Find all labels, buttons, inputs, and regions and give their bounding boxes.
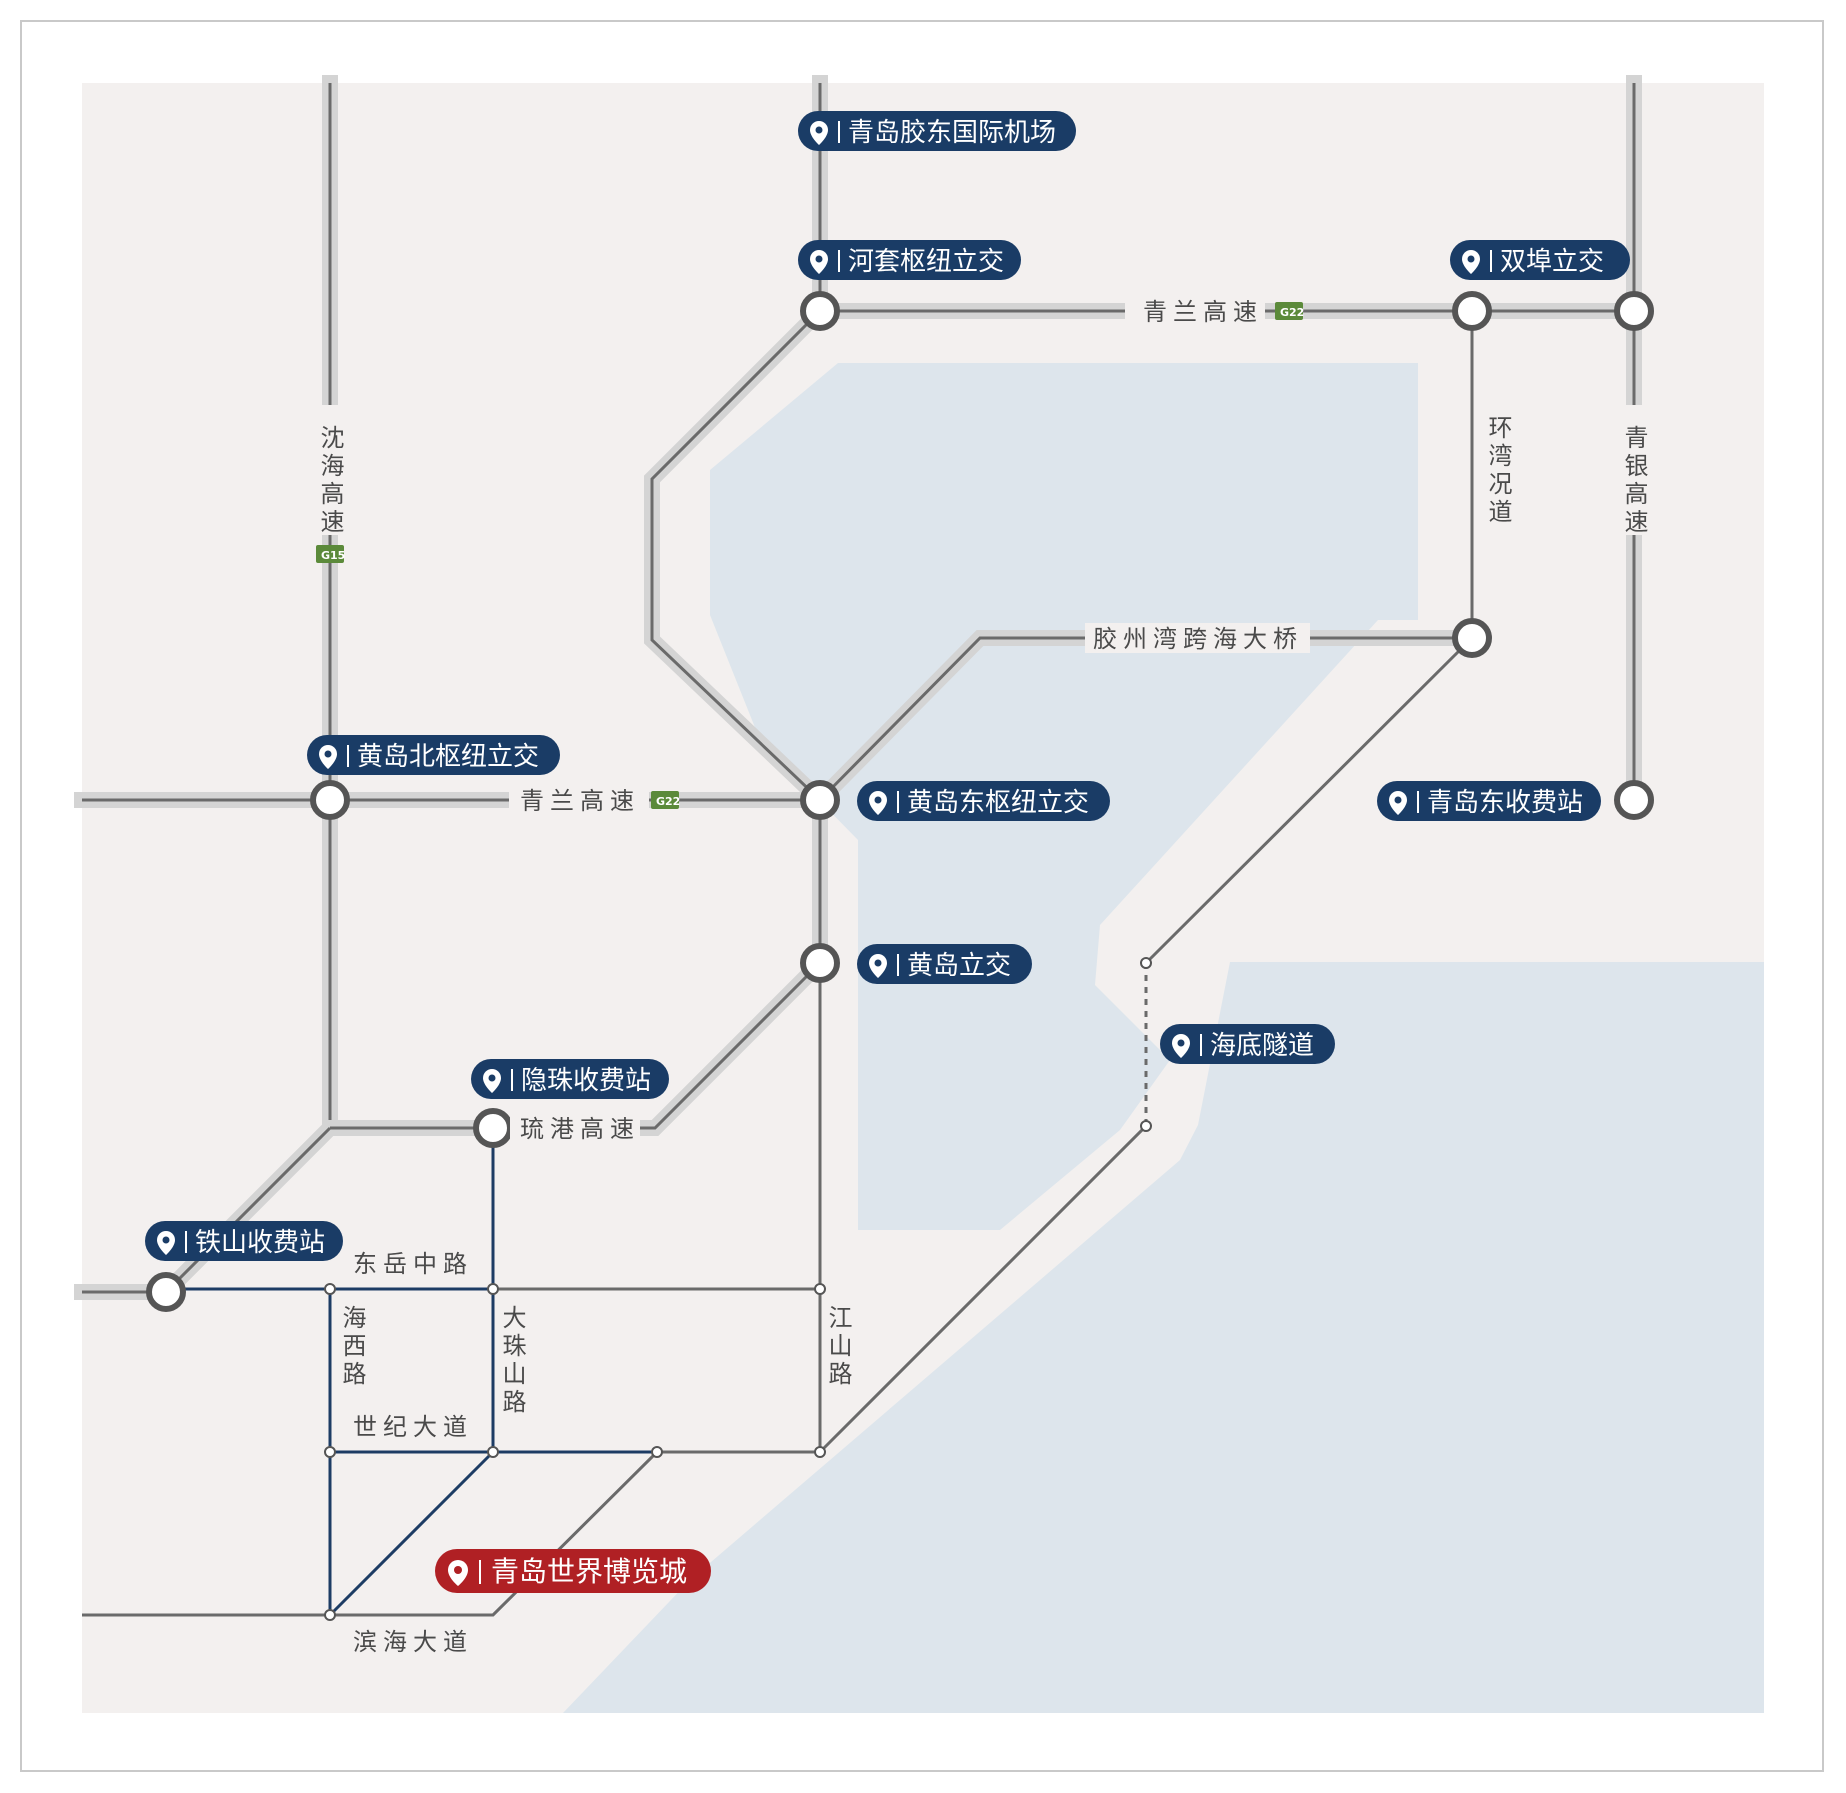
label-qingyin: 青银高速 xyxy=(1620,425,1648,537)
place-huangdao-east-hub-label: 黄岛东枢纽立交 xyxy=(907,788,1089,818)
shield-g15: G15 xyxy=(321,549,345,562)
shield-g22-west: G22 xyxy=(656,795,680,808)
label-huanwan: 环湾况道 xyxy=(1484,415,1512,527)
place-east-toll-label: 青岛东收费站 xyxy=(1427,788,1583,818)
road-diagonal xyxy=(328,1450,495,1617)
pill-shuangbu[interactable]: 双埠立交 xyxy=(1450,240,1630,280)
place-huangdao-north-label: 黄岛北枢纽立交 xyxy=(357,742,539,772)
node-bridge-east xyxy=(1452,618,1492,658)
junction-dots xyxy=(324,957,1152,1621)
pill-tieshan[interactable]: 铁山收费站 xyxy=(145,1221,343,1261)
label-binhai: 滨海大道 xyxy=(353,1628,473,1656)
pill-huangdao-east-hub[interactable]: 黄岛东枢纽立交 xyxy=(857,781,1110,821)
place-expo-label: 青岛世界博览城 xyxy=(491,1555,687,1588)
place-shuangbu-label: 双埠立交 xyxy=(1500,247,1604,277)
pill-airport[interactable]: 青岛胶东国际机场 xyxy=(798,111,1076,151)
node-tieshan xyxy=(146,1272,186,1312)
place-airport-label: 青岛胶东国际机场 xyxy=(848,118,1056,148)
interchange-nodes xyxy=(146,291,1654,1312)
place-pills: 青岛胶东国际机场 河套枢纽立交 双埠立交 黄岛北枢纽立交 xyxy=(145,111,1630,1593)
label-shiji: 世纪大道 xyxy=(353,1413,473,1441)
pill-tunnel[interactable]: 海底隧道 xyxy=(1160,1024,1335,1064)
node-huangdao-north xyxy=(310,780,350,820)
label-shenhai: 沈海高速 xyxy=(316,425,344,537)
label-liugang: 琉港高速 xyxy=(520,1115,640,1143)
vertical-road-labels: 沈海高速 G15 青银高速 环湾况道 海西路 大珠山路 江山路 xyxy=(315,405,1649,1417)
pill-yinzhu[interactable]: 隐珠收费站 xyxy=(471,1059,669,1099)
shield-g22-east: G22 xyxy=(1280,306,1304,319)
label-jiangshan: 江山路 xyxy=(824,1305,852,1389)
sea-water xyxy=(563,962,1764,1713)
pill-expo[interactable]: 青岛世界博览城 xyxy=(435,1549,711,1593)
node-shuangbu xyxy=(1452,291,1492,331)
node-huangdao-east xyxy=(800,780,840,820)
pill-huangdao-north[interactable]: 黄岛北枢纽立交 xyxy=(307,735,560,775)
road-tunnel-approach xyxy=(1144,636,1474,965)
place-yinzhu-label: 隐珠收费站 xyxy=(521,1066,651,1096)
node-east-toll xyxy=(1614,780,1654,820)
place-hetao-label: 河套枢纽立交 xyxy=(848,247,1004,277)
road-labels: 青兰高速 G22 青兰高速 G22 胶州湾跨海大桥 琉港高速 东岳中路 世纪大道… xyxy=(353,296,1310,1656)
pill-hetao[interactable]: 河套枢纽立交 xyxy=(798,240,1021,280)
road-tunnel-exit xyxy=(818,1124,1148,1454)
label-qinglan-west: 青兰高速 xyxy=(520,787,640,815)
node-qingyin-north xyxy=(1614,291,1654,331)
node-yinzhu xyxy=(473,1108,513,1148)
road-binhai xyxy=(82,1450,659,1617)
pill-east-toll[interactable]: 青岛东收费站 xyxy=(1377,781,1601,821)
label-dongyue: 东岳中路 xyxy=(353,1250,473,1278)
pill-huangdao[interactable]: 黄岛立交 xyxy=(857,944,1032,984)
label-dazhushan: 大珠山路 xyxy=(498,1305,526,1417)
place-tunnel-label: 海底隧道 xyxy=(1210,1031,1314,1061)
arterial-roads xyxy=(82,311,1474,1617)
label-haixi: 海西路 xyxy=(338,1305,366,1389)
node-hetao xyxy=(800,291,840,331)
label-qinglan-east: 青兰高速 xyxy=(1143,298,1263,326)
label-bridge: 胶州湾跨海大桥 xyxy=(1093,625,1303,653)
place-huangdao-label: 黄岛立交 xyxy=(907,951,1011,981)
node-huangdao xyxy=(800,943,840,983)
place-tieshan-label: 铁山收费站 xyxy=(195,1228,325,1258)
